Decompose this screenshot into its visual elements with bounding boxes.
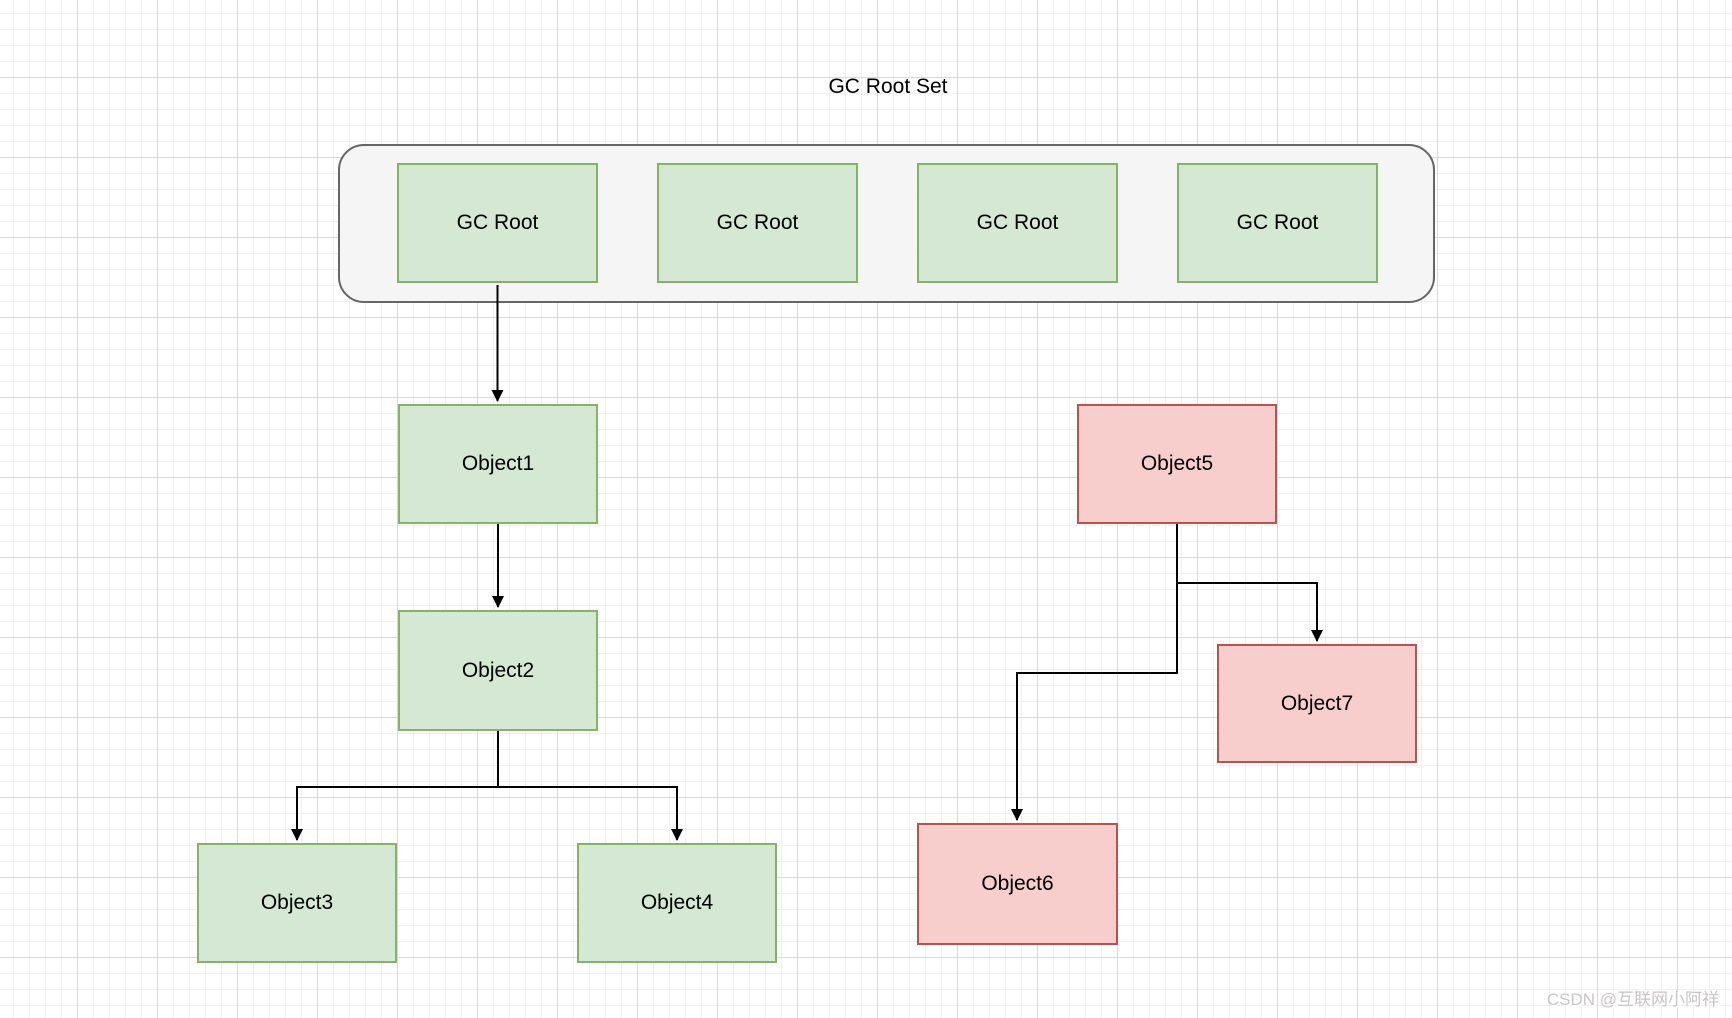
csdn-watermark: CSDN @互联网小阿祥: [1546, 990, 1719, 1009]
node-gc-root-4: GC Root: [1177, 163, 1378, 283]
edge-object5-object7: [1176, 524, 1323, 642]
node-object2: Object2: [398, 610, 598, 731]
edge-object5-object6: [1011, 524, 1178, 821]
node-label: GC Root: [976, 211, 1059, 234]
node-label: Object6: [981, 872, 1054, 895]
node-label: GC Root: [456, 211, 539, 234]
edge-object2-object3: [291, 731, 499, 841]
node-label: Object1: [461, 452, 535, 475]
node-object6: Object6: [917, 823, 1118, 945]
node-object3: Object3: [197, 843, 397, 963]
node-gc-root-2: GC Root: [657, 163, 858, 283]
node-label: Object7: [1280, 691, 1354, 715]
node-label: Object2: [461, 658, 535, 682]
edge-object2-object4: [497, 731, 683, 841]
node-object1: Object1: [398, 404, 598, 524]
node-object7: Object7: [1217, 644, 1417, 763]
node-label: Object5: [1140, 452, 1214, 475]
node-gc-root-3: GC Root: [917, 163, 1118, 283]
node-label: GC Root: [1236, 211, 1319, 234]
node-object4: Object4: [577, 843, 777, 963]
node-object5: Object5: [1077, 404, 1277, 524]
node-label: GC Root: [716, 211, 799, 234]
node-label: Object3: [260, 891, 334, 914]
node-gc-root-1: GC Root: [397, 163, 598, 283]
diagram-title: GC Root Set: [828, 75, 948, 98]
node-label: Object4: [640, 891, 714, 914]
